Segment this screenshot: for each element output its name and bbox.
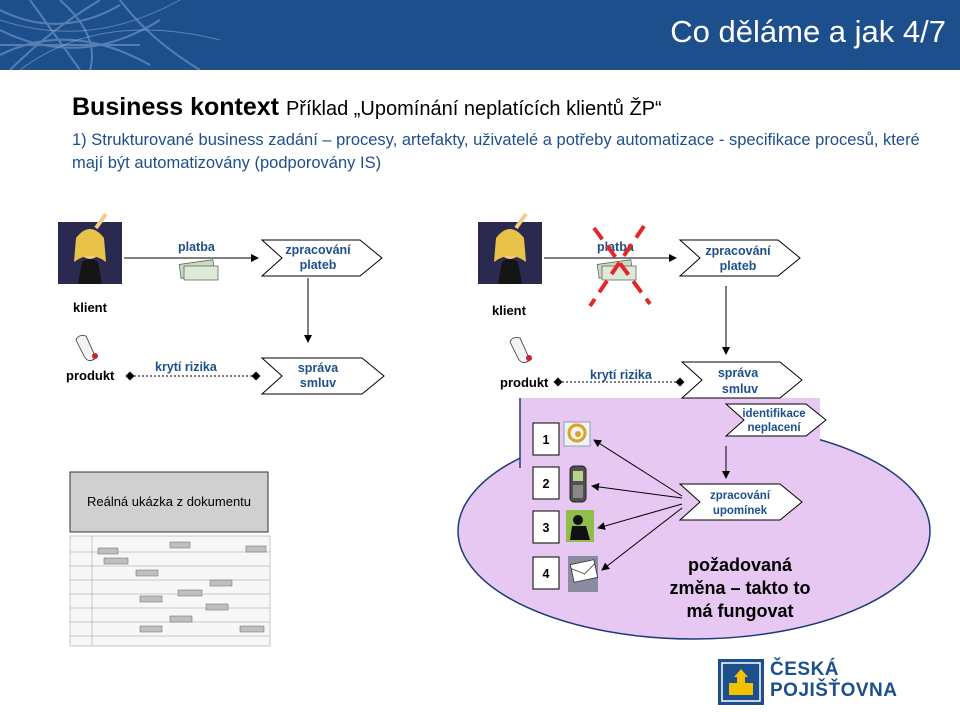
- svg-text:upomínek: upomínek: [713, 505, 768, 517]
- svg-text:1: 1: [543, 433, 550, 447]
- label-klient-left: klient: [73, 300, 108, 315]
- slide-heading: Business kontext Příklad „Upomínání nepl…: [72, 93, 662, 122]
- contract-icon-left: [75, 335, 98, 361]
- svg-text:identifikace: identifikace: [742, 408, 805, 420]
- client-figure-left: [58, 212, 122, 284]
- email-icon: [563, 421, 591, 447]
- slide-title: Co děláme a jak 4/7: [670, 14, 946, 49]
- slide-header: Co děláme a jak 4/7: [0, 0, 960, 70]
- svg-text:správa: správa: [298, 361, 339, 375]
- letter-icon: [568, 556, 599, 592]
- label-kryti-right: krytí rizika: [590, 368, 653, 382]
- label-sample: Reálná ukázka z dokumentu: [87, 494, 251, 509]
- svg-text:3: 3: [543, 521, 550, 535]
- svg-text:smluv: smluv: [722, 382, 758, 396]
- note-line-3: má fungovat: [686, 601, 793, 621]
- client-figure-right: [478, 212, 542, 284]
- svg-text:2: 2: [543, 477, 550, 491]
- label-klient-right: klient: [492, 303, 527, 318]
- label-produkt-right: produkt: [500, 375, 549, 390]
- label-produkt-left: produkt: [66, 368, 115, 383]
- chevron-sprava-left: [260, 357, 385, 395]
- ceska-pojistovna-logo: ČESKÁ POJIŠŤOVNA: [718, 657, 908, 707]
- label-kryti-left: krytí rizika: [155, 360, 218, 374]
- note-line-1: požadovaná: [688, 555, 793, 575]
- svg-text:plateb: plateb: [720, 259, 757, 273]
- sample-document-thumbnail: [69, 535, 271, 647]
- heading-main: Business kontext: [72, 93, 280, 121]
- chevron-sprava-right: [680, 361, 803, 399]
- logo-emblem-icon: [718, 659, 764, 705]
- svg-text:zpracování: zpracování: [285, 243, 351, 257]
- logo-line-2: POJIŠŤOVNA: [770, 680, 898, 701]
- slide-description: 1) Strukturované business zadání – proce…: [72, 131, 920, 172]
- svg-text:plateb: plateb: [300, 258, 337, 272]
- label-platba-left: platba: [178, 240, 216, 254]
- heading-sub: Příklad „Upomínání neplatících klientů Ž…: [285, 98, 662, 120]
- logo-line-1: ČESKÁ: [770, 659, 840, 680]
- chevron-upominky: [678, 483, 803, 521]
- channel-1: 1: [532, 422, 560, 456]
- svg-text:zpracování: zpracování: [705, 244, 771, 258]
- svg-text:neplacení: neplacení: [747, 422, 801, 434]
- channel-3: 3: [532, 510, 560, 544]
- chevron-zpracovani-left: [260, 239, 383, 277]
- channel-4: 4: [532, 556, 560, 590]
- chevron-identifikace: [724, 403, 827, 437]
- svg-text:4: 4: [543, 567, 550, 581]
- sample-document-label-box: [69, 471, 269, 533]
- svg-text:správa: správa: [718, 366, 759, 380]
- money-icon-left: [178, 259, 219, 281]
- svg-text:zpracování: zpracování: [710, 490, 771, 502]
- chevron-zpracovani-right: [678, 239, 801, 277]
- call-center-icon: [566, 510, 594, 542]
- red-cross-icon: [588, 224, 652, 308]
- svg-text:smluv: smluv: [300, 376, 336, 390]
- mobile-phone-icon: [569, 465, 587, 503]
- channel-2: 2: [532, 466, 560, 500]
- contract-icon-right: [509, 337, 532, 363]
- header-decoration: [0, 0, 221, 70]
- note-line-2: změna – takto to: [669, 578, 810, 598]
